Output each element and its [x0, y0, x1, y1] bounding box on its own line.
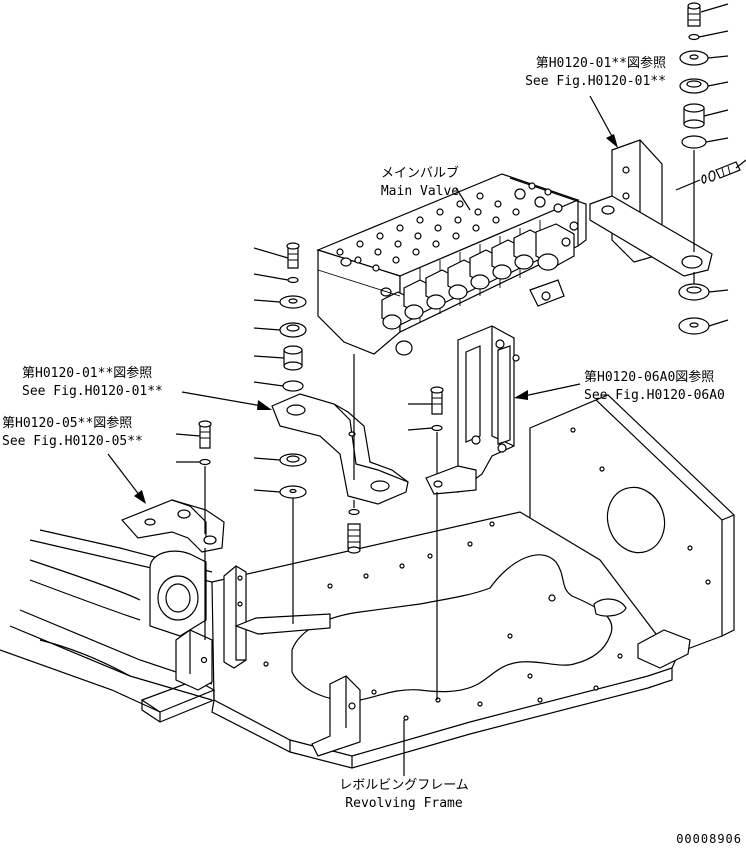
frame-label-en: Revolving Frame	[345, 796, 463, 811]
revolving-frame	[142, 395, 734, 768]
ref-label-top-right-en: See Fig.H0120-01**	[525, 74, 666, 89]
frame-label-jp: レボルビングフレーム	[339, 778, 469, 793]
boom-foot-area	[0, 530, 330, 712]
reference-arrows	[108, 96, 618, 504]
drawing-number: 00008906	[676, 832, 742, 846]
valve-mount-bracket-right	[590, 140, 712, 276]
ref-label-top-right-jp: 第H0120-01**図参照	[535, 56, 666, 71]
ref-label-right-mid-en: See Fig.H0120-06A0	[584, 388, 725, 403]
ref-label-left-low-en: See Fig.H0120-05**	[2, 434, 143, 449]
leader-lines	[176, 4, 746, 776]
fastener-stack-lower-left	[199, 421, 211, 640]
valve-mount-bracket-left	[272, 394, 408, 504]
support-bracket-lower-left	[122, 500, 224, 552]
ref-label-right-mid-jp: 第H0120-06A0図参照	[584, 370, 715, 385]
fastener-bottom-bolt	[348, 354, 360, 553]
fastener-stack-center	[431, 387, 443, 700]
fastener-stack-top-right	[679, 3, 709, 334]
main-valve-label-jp: メインバルブ	[380, 166, 459, 181]
fastener-stack-left	[280, 243, 306, 624]
side-bolt	[676, 162, 740, 190]
ref-label-left-mid-en: See Fig.H0120-01**	[22, 384, 163, 399]
ref-label-left-mid-jp: 第H0120-01**図参照	[22, 366, 153, 381]
main-valve-label-en: Main Valve	[380, 184, 460, 199]
main-valve	[318, 174, 586, 355]
ref-label-left-low-jp: 第H0120-05**図参照	[2, 416, 133, 431]
support-bracket-center-right	[426, 326, 519, 494]
